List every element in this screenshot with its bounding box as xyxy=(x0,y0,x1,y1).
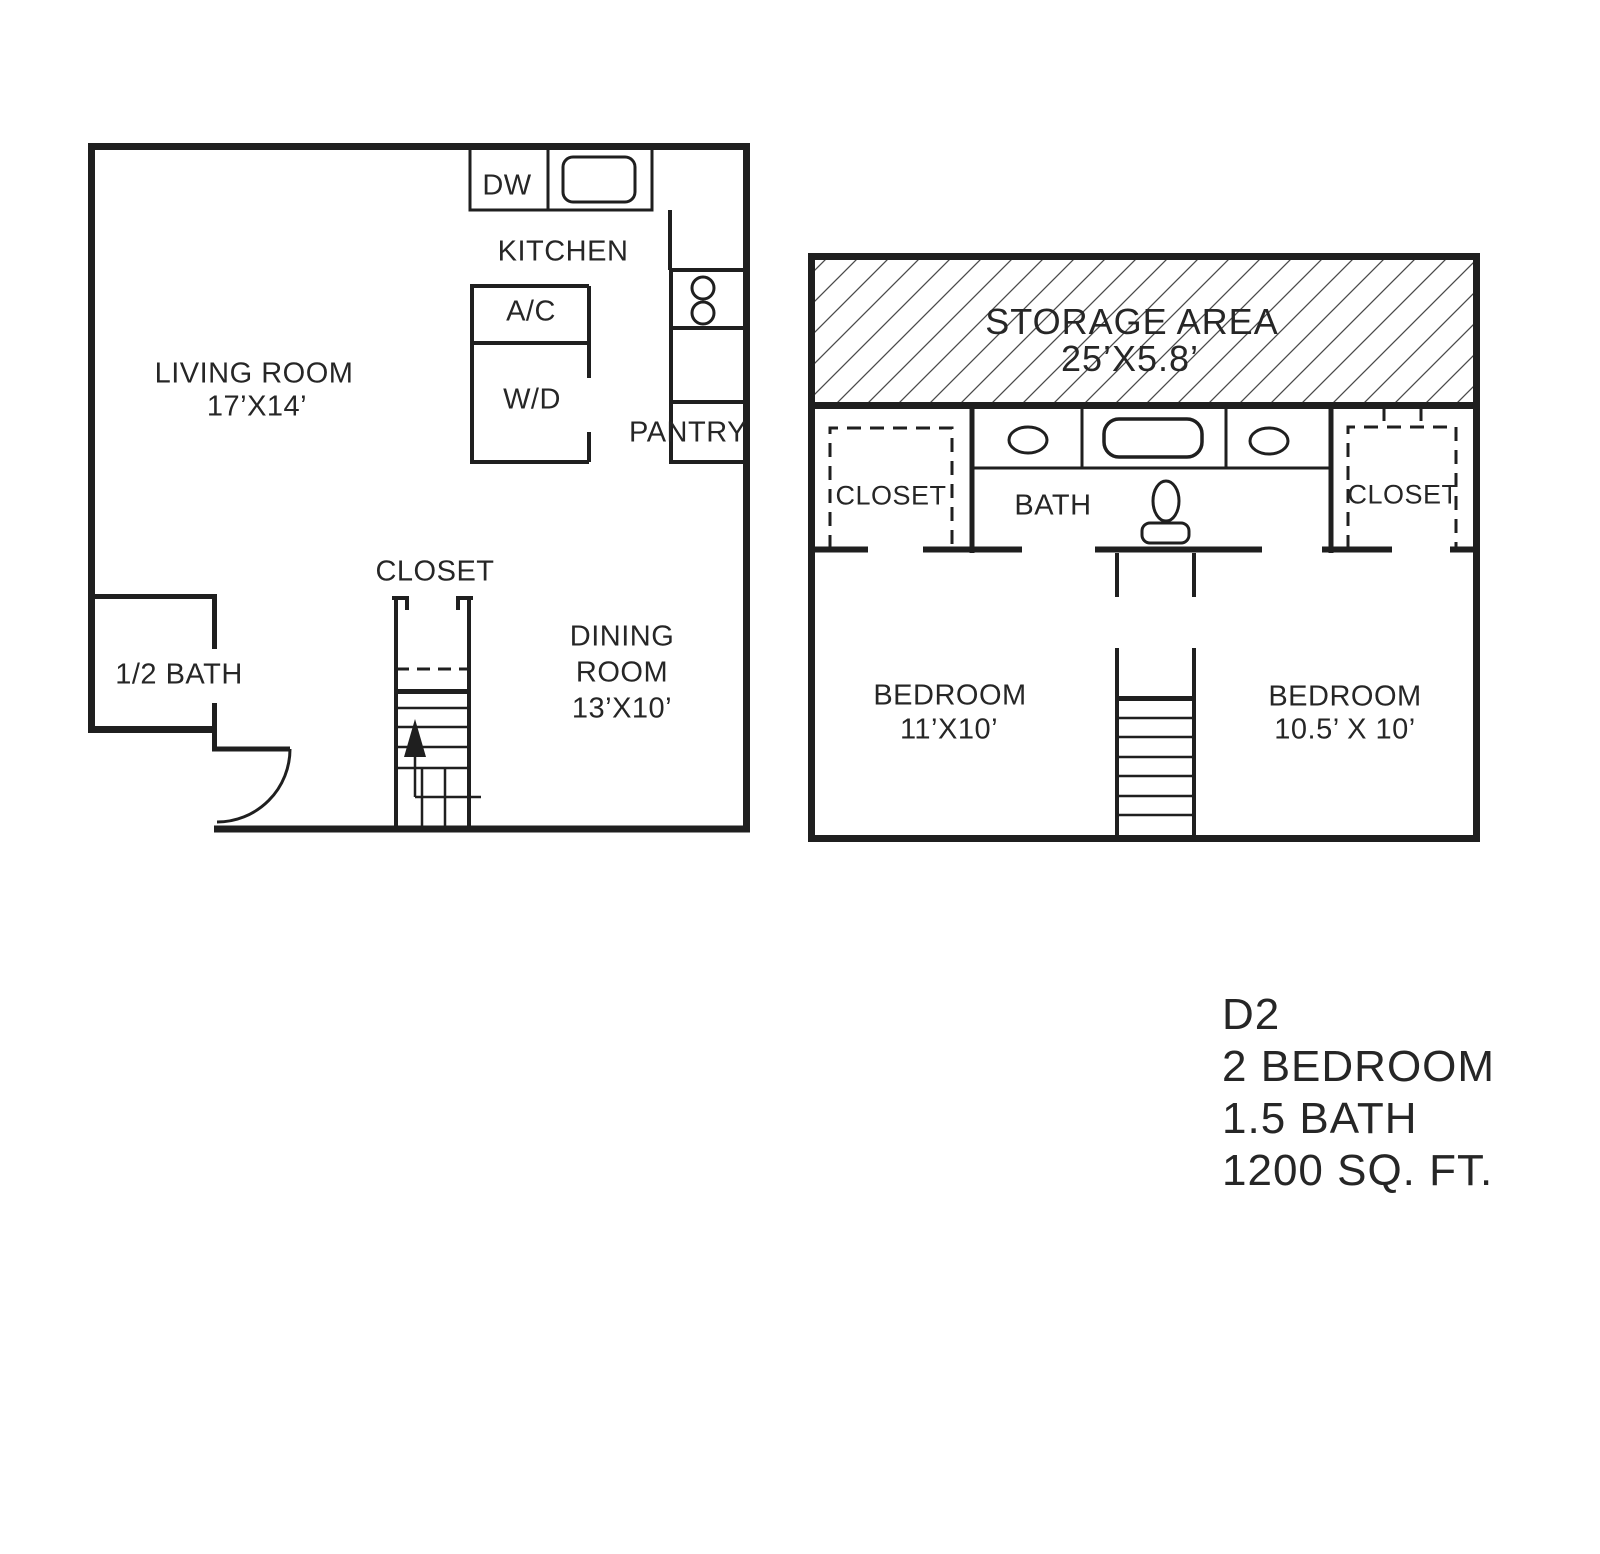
ac-label: A/C xyxy=(506,295,556,328)
bath-label: BATH xyxy=(1014,489,1092,522)
second-floor-closet-right-label: CLOSET xyxy=(1347,479,1459,510)
dining-room-label-line2: ROOM xyxy=(575,656,669,689)
toilet-tank xyxy=(1140,521,1191,545)
second-floor-plan xyxy=(808,253,1480,842)
bathtub xyxy=(1102,417,1204,459)
dishwasher-label: DW xyxy=(482,169,532,202)
upper-stair-treads xyxy=(1117,716,1194,817)
washer-dryer-label: W/D xyxy=(503,383,561,416)
stair-treads xyxy=(396,706,469,770)
living-room-label: LIVING ROOM xyxy=(154,357,354,390)
first-floor-closet-label: CLOSET xyxy=(375,555,495,588)
burner-icon xyxy=(690,300,716,326)
kitchen-label: KITCHEN xyxy=(497,235,629,268)
unit-area: 1200 SQ. FT. xyxy=(1222,1146,1494,1195)
kitchen-counter xyxy=(468,146,654,212)
storage-area-label: STORAGE AREA xyxy=(985,301,1279,342)
bedroom-left-dims: 11’X10’ xyxy=(899,713,999,746)
bath-sink-left xyxy=(1007,425,1049,455)
bath-sink-right xyxy=(1248,426,1290,456)
pantry-label: PANTRY xyxy=(629,416,747,449)
stair-lower-structure xyxy=(413,754,481,829)
stair-up-arrow-icon xyxy=(404,719,426,757)
living-room-dims: 17’X14’ xyxy=(206,390,308,423)
entry-door-arc xyxy=(216,748,292,824)
burner-icon xyxy=(690,275,716,301)
half-bath-walls xyxy=(91,594,290,752)
toilet-bowl xyxy=(1151,479,1181,523)
stove-pantry-column xyxy=(668,210,744,464)
left-closet-dashed-walls xyxy=(828,426,954,549)
unit-baths: 1.5 BATH xyxy=(1222,1094,1418,1143)
unit-bedrooms: 2 BEDROOM xyxy=(1222,1042,1496,1091)
first-floor-plan xyxy=(88,143,750,833)
dining-room-dims: 13’X10’ xyxy=(571,692,673,725)
kitchen-sink xyxy=(561,155,637,204)
bedroom-left-label: BEDROOM xyxy=(873,679,1027,712)
right-closet-ticks xyxy=(1382,409,1423,421)
half-bath-label: 1/2 BATH xyxy=(115,658,243,691)
stair-closet-walls xyxy=(392,596,473,829)
storage-area-hatch xyxy=(815,260,1473,403)
storage-area-dims: 25’X5.8’ xyxy=(1060,338,1200,379)
ac-wd-closet xyxy=(470,284,591,464)
bedroom-right-label: BEDROOM xyxy=(1268,680,1422,713)
bath-counter xyxy=(972,405,1331,470)
second-floor-closet-left-label: CLOSET xyxy=(835,480,947,511)
unit-name: D2 xyxy=(1222,990,1281,1039)
unit-info-block: D2 2 BEDROOM 1.5 BATH 1200 SQ. FT. xyxy=(1222,989,1495,1197)
dining-room-label-line1: DINING xyxy=(569,620,675,653)
first-floor-outer-wall xyxy=(88,143,750,833)
upper-stair-walls xyxy=(1115,553,1196,836)
bath-side-walls xyxy=(969,405,1334,553)
bedroom-right-dims: 10.5’ X 10’ xyxy=(1274,713,1416,746)
